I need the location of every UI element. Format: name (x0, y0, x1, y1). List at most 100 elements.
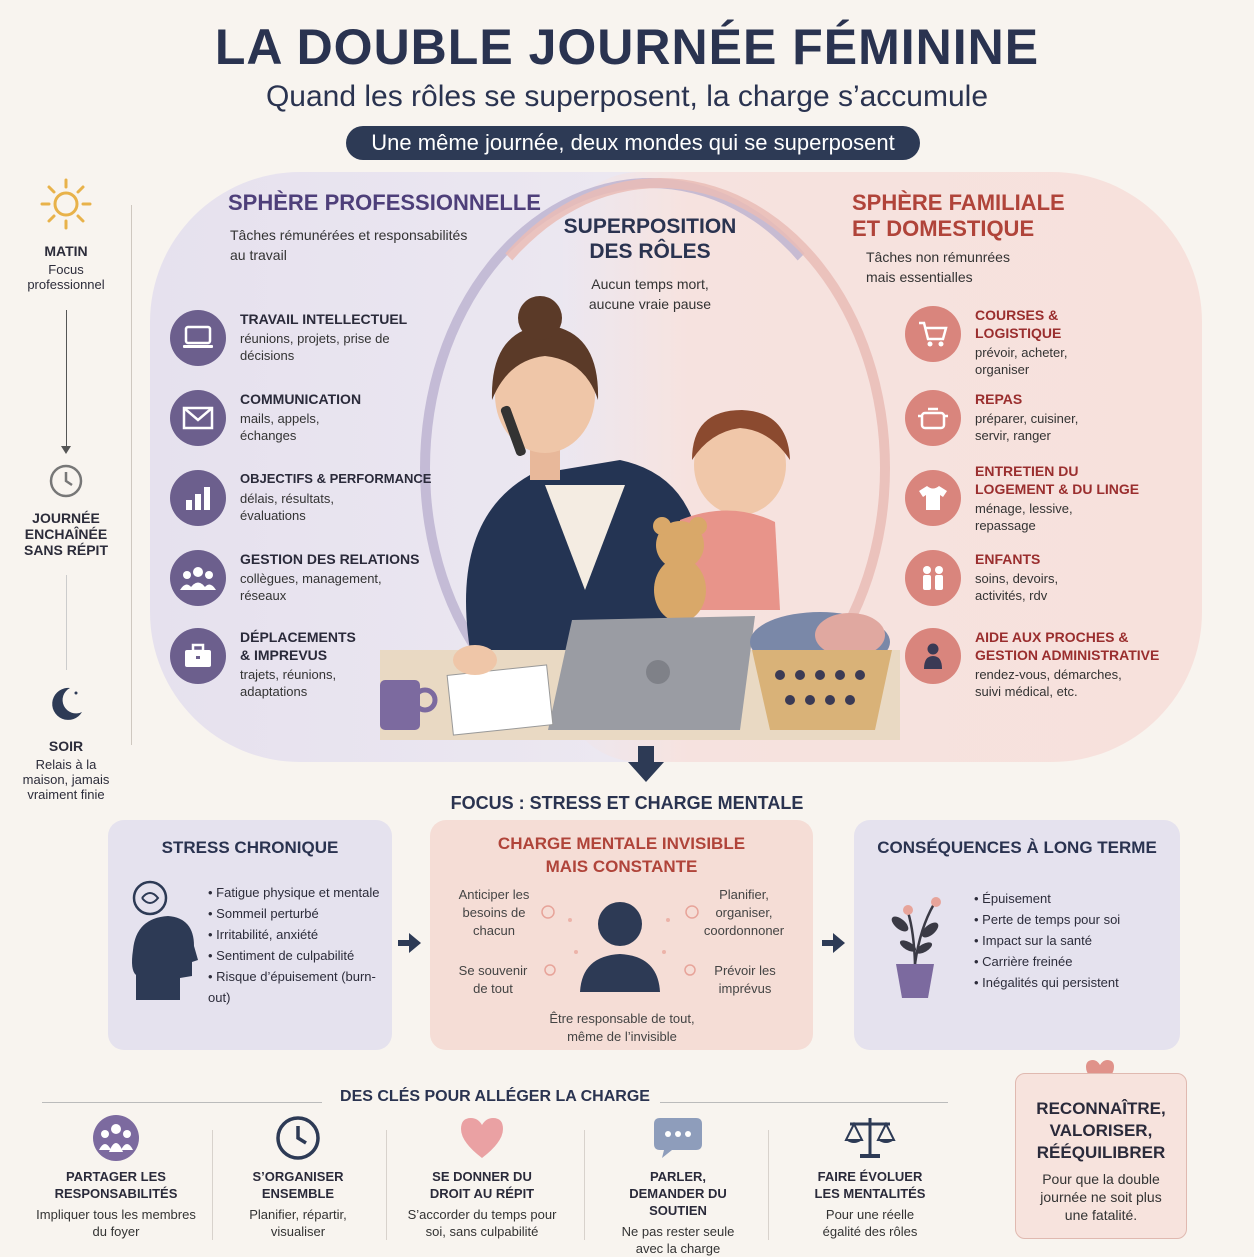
key-desc: Pour une réelle égalité des rôles (822, 1207, 918, 1239)
timeline-arrow-line (66, 310, 67, 450)
key-desc: Ne pas rester seule avec la charge (621, 1224, 735, 1256)
timeline-divider (131, 205, 132, 745)
key-desc: Impliquer tous les membres du foyer (36, 1207, 196, 1239)
key-separator (584, 1130, 585, 1240)
family-icon (92, 1114, 140, 1162)
key-organiser: S’ORGANISER ENSEMBLE Planifier, répartir… (208, 1114, 388, 1240)
speech-bubble-icon (652, 1114, 704, 1162)
keys-rule-left (42, 1102, 322, 1103)
key-title: SE DONNER DU DROIT AU RÉPIT (429, 1169, 535, 1201)
family-item-title: COURSES & LOGISTIQUE (975, 307, 1062, 341)
overlap-ring-right (430, 178, 890, 758)
consequences-card: CONSÉQUENCES À LONG TERME Épuisement Per… (854, 820, 1180, 1050)
timeline-morning-desc: Focus professionnel (27, 262, 105, 292)
timeline-morning-title: MATIN (44, 243, 88, 259)
stress-item: Irritabilité, anxiété (208, 924, 388, 945)
pro-item-title: TRAVAIL INTELLECTUEL (240, 311, 408, 327)
key-title: PARLER, DEMANDER DU SOUTIEN (629, 1169, 727, 1218)
banner: Une même journée, deux mondes qui se sup… (346, 126, 920, 160)
arrow-right-icon (398, 932, 422, 954)
page-title: LA DOUBLE JOURNÉE FÉMININE (214, 19, 1040, 75)
moon-icon (46, 684, 86, 724)
mental-souvenir: Se souvenir de tout (458, 963, 528, 996)
overlap-title: SUPERPOSITION DES RÔLES (563, 215, 737, 263)
pro-item-title: COMMUNICATION (240, 391, 362, 407)
stress-item: Sentiment de culpabilité (208, 945, 388, 966)
timeline-day: JOURNÉE ENCHAÎNÉE SANS RÉPIT (16, 510, 116, 561)
consequences-list: Épuisement Perte de temps pour soi Impac… (974, 888, 1164, 993)
key-repit: SE DONNER DU DROIT AU RÉPIT S’accorder d… (392, 1114, 572, 1240)
family-item-courses: COURSES & LOGISTIQUE prévoir, acheter, o… (905, 306, 1205, 377)
family-item-desc: prévoir, acheter, organiser (975, 345, 1068, 377)
group-icon (170, 550, 226, 606)
page-subtitle: Quand les rôles se superposent, la charg… (265, 80, 989, 113)
pro-item-title: OBJECTIFS & PERFORMANCE (240, 471, 432, 486)
consequence-item: Carrière freinée (974, 951, 1164, 972)
arrow-down-icon (626, 744, 666, 784)
family-item-desc: soins, devoirs, activités, rdv (975, 571, 1059, 603)
key-title: PARTAGER LES RESPONSABILITÉS (54, 1169, 178, 1201)
keys-rule-right (660, 1102, 948, 1103)
pot-icon (905, 390, 961, 446)
pro-item-desc: réunions, projets, prise de décisions (240, 331, 390, 363)
key-separator (212, 1130, 213, 1240)
focus-title: FOCUS : STRESS ET CHARGE MENTALE (450, 793, 804, 813)
timeline-evening-title: SOIR (48, 738, 84, 754)
family-desc: Tâches non rémunrées mais essentialles (866, 249, 1010, 285)
stressed-head-icon (128, 880, 200, 1005)
pro-item-deplacements: DÉPLACEMENTS & IMPREVUS trajets, réunion… (170, 628, 470, 699)
family-item-entretien: ENTRETIEN DU LOGEMENT & DU LINGE ménage,… (905, 462, 1205, 533)
stress-card: STRESS CHRONIQUE Fatigue physique et men… (108, 820, 392, 1050)
envelope-icon (170, 390, 226, 446)
pro-item-title: GESTION DES RELATIONS (240, 551, 420, 567)
family-item-title: REPAS (975, 391, 1023, 407)
timeline-line-lower (66, 575, 67, 670)
key-title: FAIRE ÉVOLUER LES MENTALITÉS (814, 1169, 926, 1201)
person-icon (905, 628, 961, 684)
mental-load-card: CHARGE MENTALE INVISIBLE MAIS CONSTANTE … (430, 820, 813, 1050)
family-item-title: ENTRETIEN DU LOGEMENT & DU LINGE (975, 463, 1140, 497)
key-separator (386, 1130, 387, 1240)
stress-item: Sommeil perturbé (208, 903, 388, 924)
pro-desc: Tâches rémunérées et responsabilités au … (230, 227, 468, 263)
clock-icon (48, 463, 84, 499)
reco-desc: Pour que la double journée ne soit plus … (1040, 1171, 1162, 1223)
tshirt-icon (905, 470, 961, 526)
key-separator (768, 1130, 769, 1240)
stress-list: Fatigue physique et mentale Sommeil pert… (208, 882, 388, 1008)
stress-title: STRESS CHRONIQUE (161, 838, 339, 857)
cart-icon (905, 306, 961, 362)
consequences-title: CONSÉQUENCES À LONG TERME (877, 838, 1157, 857)
pro-item-travail: TRAVAIL INTELLECTUEL réunions, projets, … (170, 310, 470, 370)
consequence-item: Impact sur la santé (974, 930, 1164, 951)
pro-item-desc: délais, résultats, évaluations (240, 491, 334, 523)
pro-item-relations: GESTION DES RELATIONS collègues, managem… (170, 550, 470, 610)
mental-anticiper: Anticiper les besoins de chacun (458, 887, 530, 938)
family-item-repas: REPAS préparer, cuisiner, servir, ranger (905, 390, 1205, 450)
mental-planifier: Planifier, organiser, coordonnoner (703, 887, 785, 938)
family-item-title: ENFANTS (975, 551, 1041, 567)
heart-icon (457, 1114, 507, 1162)
timeline-day-title: JOURNÉE ENCHAÎNÉE SANS RÉPIT (23, 510, 108, 558)
arrow-right-icon (822, 932, 846, 954)
mental-title: CHARGE MENTALE INVISIBLE MAIS CONSTANTE (497, 834, 746, 876)
timeline-evening-desc: Relais à la maison, jamais vraiment fini… (22, 757, 110, 802)
reco-title: RECONNAÎTRE, VALORISER, RÉÉQUILIBRER (1036, 1099, 1166, 1162)
consequence-item: Épuisement (974, 888, 1164, 909)
pro-item-objectifs: OBJECTIFS & PERFORMANCE délais, résultat… (170, 470, 470, 530)
wilted-plant-icon (878, 882, 952, 1002)
scale-icon (844, 1114, 896, 1162)
key-title: S’ORGANISER ENSEMBLE (252, 1169, 344, 1201)
mental-bottom: Être responsable de tout, même de l’invi… (549, 1011, 695, 1044)
timeline-arrow-head (61, 446, 71, 454)
reco-box: RECONNAÎTRE, VALORISER, RÉÉQUILIBRER Pou… (1015, 1073, 1187, 1239)
family-item-title: AIDE AUX PROCHES & GESTION ADMINISTRATIV… (975, 629, 1160, 663)
sun-icon (38, 176, 94, 232)
key-desc: Planifier, répartir, visualiser (249, 1207, 347, 1239)
pro-item-communication: COMMUNICATION mails, appels, échanges (170, 390, 470, 450)
mother-child-illustration (380, 290, 900, 740)
stress-item: Risque d’épuisement (burn-out) (208, 966, 388, 1008)
pro-title: SPHÈRE PROFESSIONNELLE (228, 190, 541, 215)
pro-item-desc: mails, appels, échanges (240, 411, 320, 443)
key-mentalites: FAIRE ÉVOLUER LES MENTALITÉS Pour une ré… (780, 1114, 960, 1240)
